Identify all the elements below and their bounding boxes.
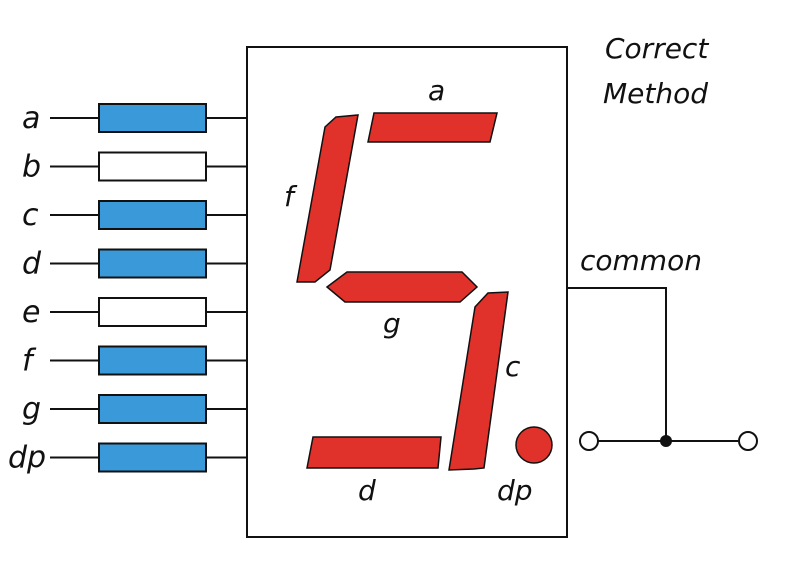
title-line-2: Method: [603, 77, 708, 110]
resistor-b: [98, 151, 207, 182]
pin-label-f: f: [22, 344, 37, 379]
segment-label-g: g: [383, 307, 401, 340]
resistor-g: [98, 394, 207, 424]
pin-label-d: d: [22, 247, 42, 282]
title-line-1: Correct: [605, 32, 709, 65]
pin-row-f: f: [22, 344, 247, 379]
pin-row-e: e: [22, 295, 247, 330]
common-label: common: [580, 244, 702, 277]
pin-label-g: g: [22, 392, 41, 427]
pin-label-e: e: [22, 295, 40, 330]
common-wire: [567, 287, 667, 441]
segment-c: [448, 291, 509, 471]
pin-label-b: b: [22, 150, 41, 185]
resistor-a: [98, 103, 207, 133]
pin-row-dp: dp: [8, 441, 247, 476]
resistor-c: [98, 200, 207, 230]
pin-row-g: g: [22, 392, 247, 427]
segment-label-d: d: [358, 474, 376, 507]
terminal-left: [579, 431, 599, 451]
segment-a: [367, 112, 498, 143]
pin-label-a: a: [22, 101, 40, 136]
pin-row-c: c: [22, 198, 247, 233]
segment-dp: [515, 426, 553, 464]
junction-dot: [660, 435, 672, 447]
segment-label-dp: dp: [497, 474, 533, 507]
segment-label-c: c: [505, 350, 521, 383]
pin-row-a: a: [22, 101, 247, 136]
segment-label-a: a: [428, 74, 445, 107]
segment-g: [325, 271, 479, 303]
segment-d: [306, 436, 442, 469]
resistor-e: [98, 297, 207, 327]
resistor-d: [98, 248, 207, 279]
segment-f: [296, 114, 359, 283]
terminal-right: [738, 431, 758, 451]
pin-label-c: c: [22, 198, 39, 233]
pin-row-b: b: [22, 150, 247, 185]
resistor-dp: [98, 442, 207, 473]
pin-row-d: d: [22, 247, 247, 282]
pin-label-dp: dp: [8, 441, 46, 476]
resistor-f: [98, 345, 207, 376]
